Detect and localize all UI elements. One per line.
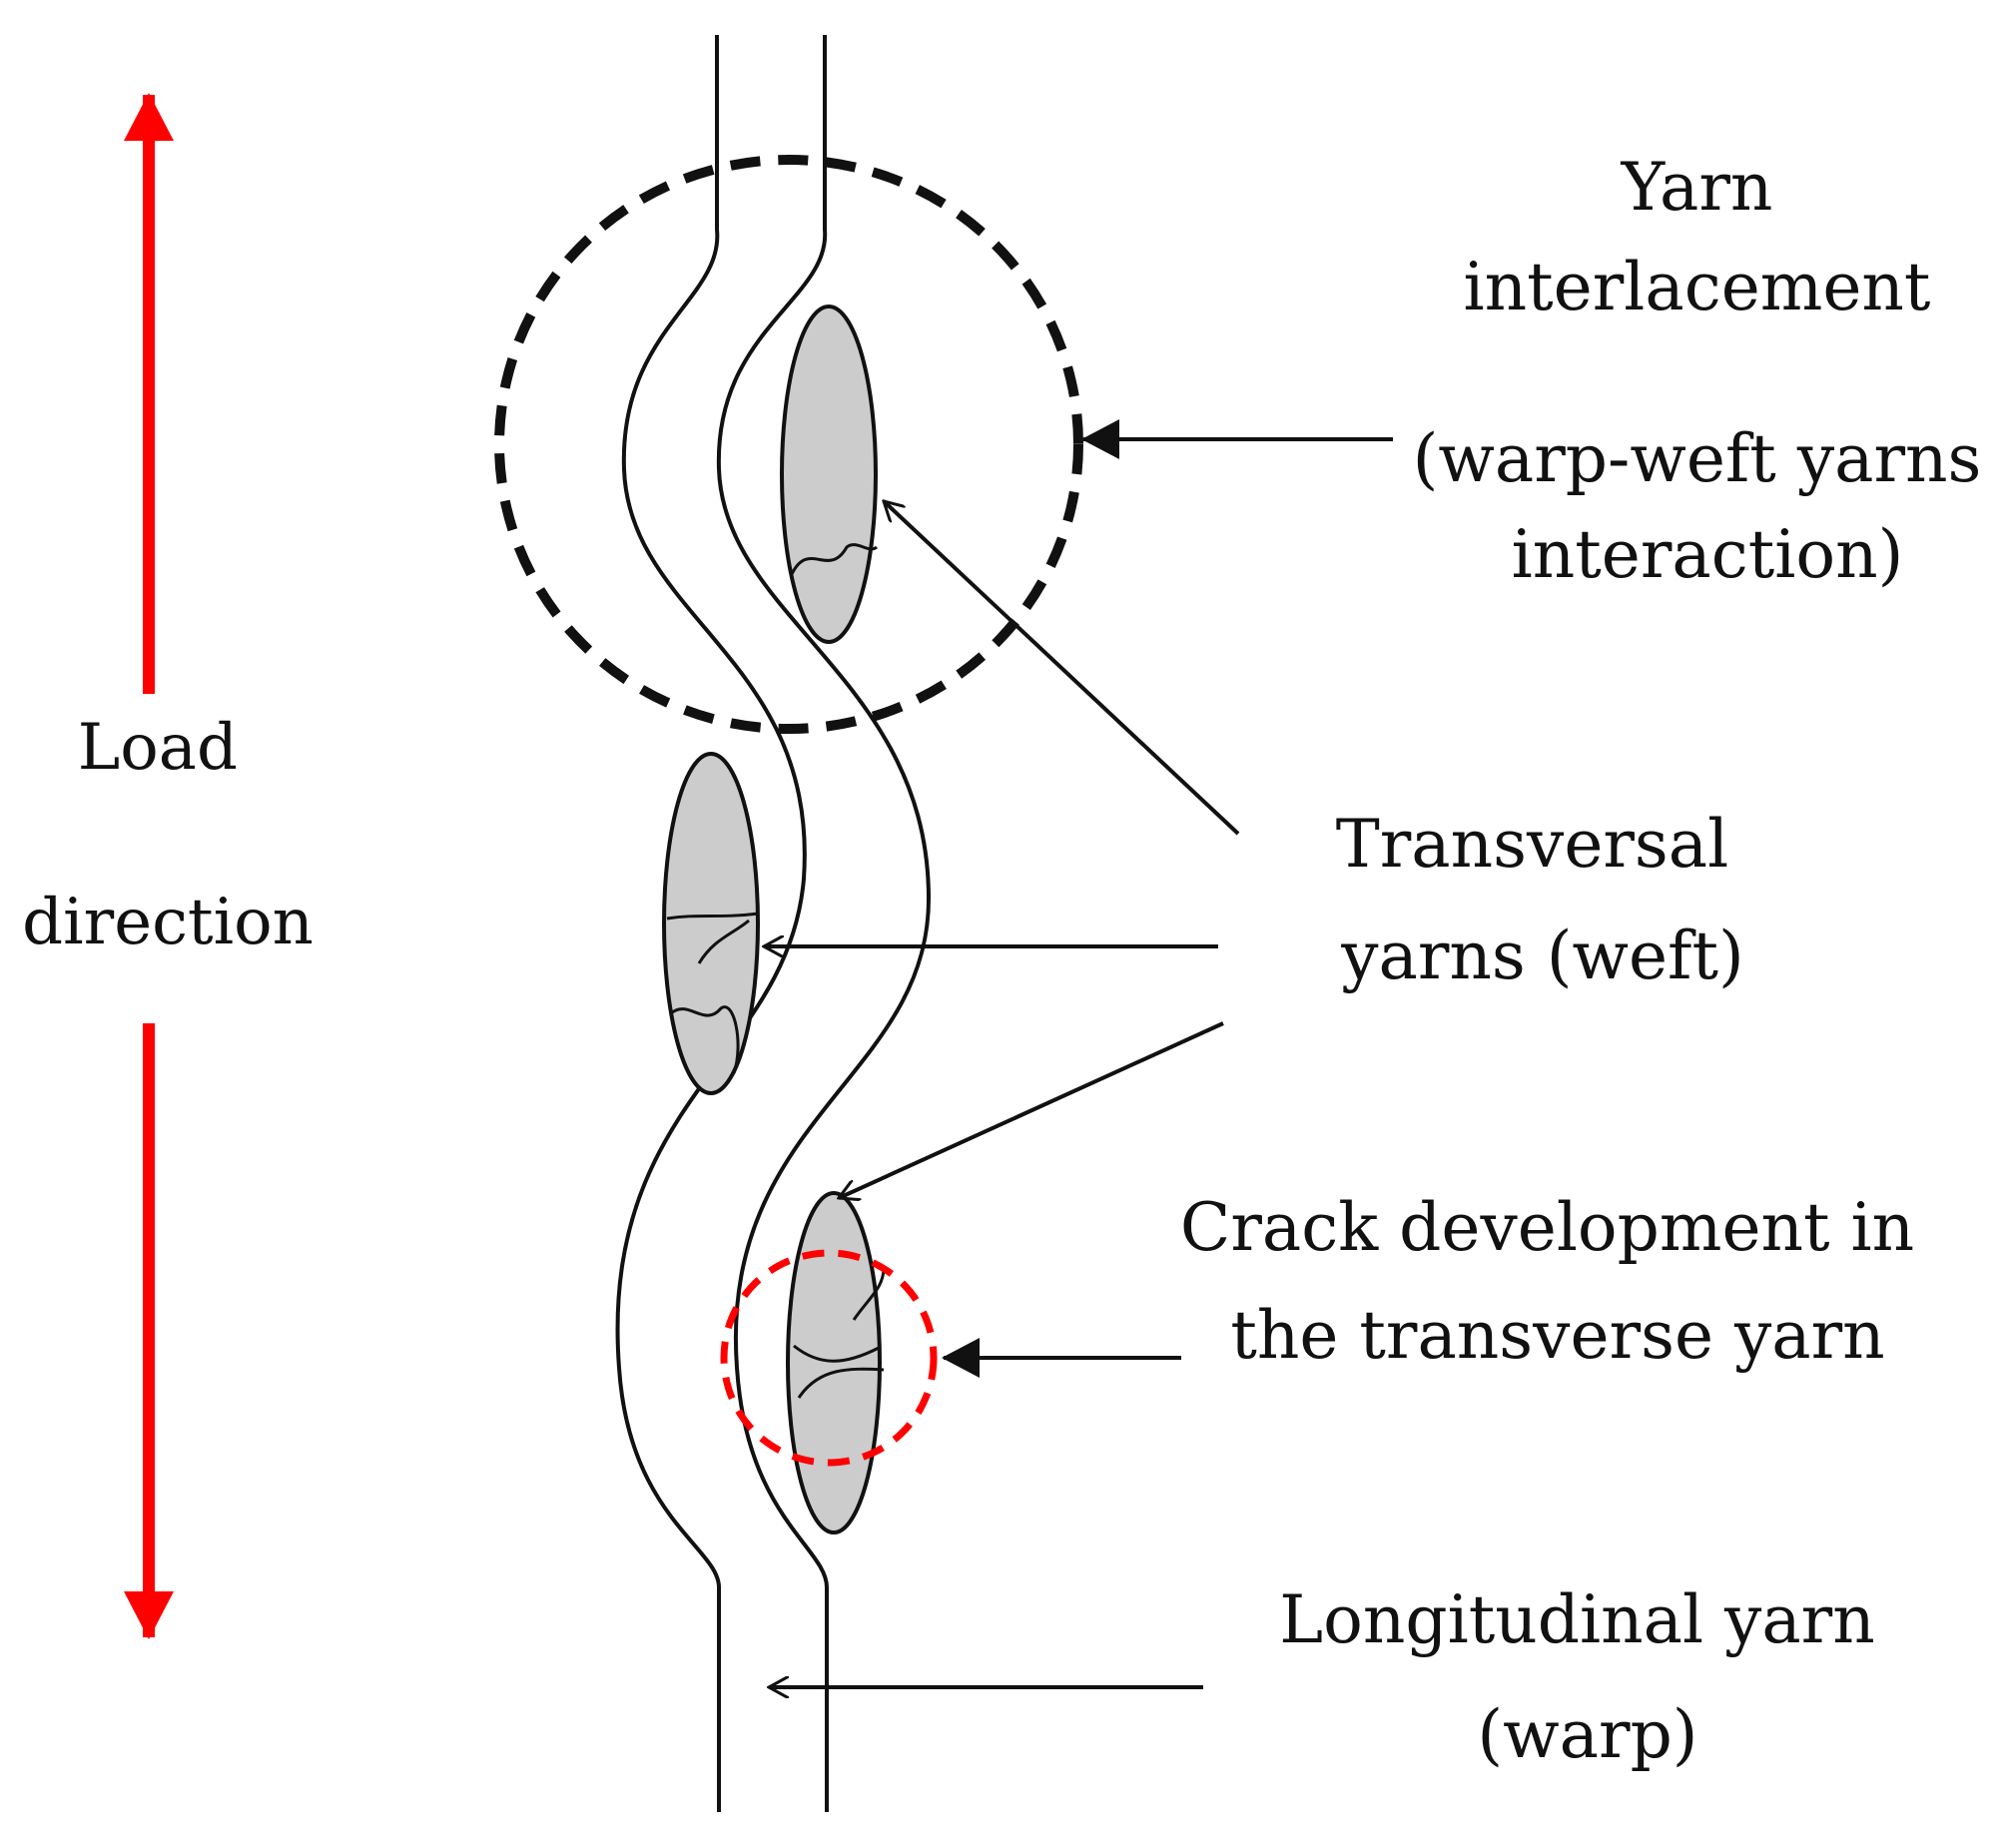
load-label-line-1: Load — [78, 711, 238, 785]
transversal-leader-arrow-bottom — [839, 1021, 1224, 1198]
crack-label: Crack development in the transverse yarn — [1180, 1189, 1935, 1374]
weft-yarn-middle — [662, 752, 760, 1095]
interlacement-dashed-circle — [494, 155, 1083, 734]
longitudinal-yarn-warp — [615, 35, 932, 1812]
longitudinal-label-line-1: Longitudinal yarn — [1279, 1581, 1874, 1658]
longitudinal-label: Longitudinal yarn (warp) — [1279, 1581, 1895, 1773]
interlacement-label-line-2: interlacement — [1464, 249, 1931, 325]
weft-yarn-bottom — [786, 1191, 886, 1535]
transversal-label: Transversal yarns (weft) — [1336, 806, 1750, 994]
load-label-line-2: direction — [22, 886, 314, 959]
longitudinal-label-line-2: (warp) — [1477, 1696, 1697, 1773]
interlacement-label: Yarn interlacement (warp-weft yarns inte… — [1413, 149, 2003, 593]
crack-highlight-circle — [720, 1249, 938, 1467]
leader-arrows — [764, 419, 1393, 1687]
weft-yarn-top — [780, 305, 878, 644]
transversal-label-line-2: yarns (weft) — [1340, 918, 1744, 994]
transversal-leader-arrow-top — [884, 501, 1240, 836]
crack-label-line-1: Crack development in — [1180, 1189, 1914, 1266]
interlacement-label-line-1: Yarn — [1621, 149, 1773, 226]
crack-label-line-2: the transverse yarn — [1230, 1297, 1884, 1374]
transversal-label-line-1: Transversal — [1336, 806, 1729, 883]
interlacement-label-line-3: (warp-weft yarns — [1413, 420, 1982, 497]
interlacement-label-line-4: interaction) — [1512, 516, 1904, 593]
load-label: Load direction — [22, 711, 314, 959]
